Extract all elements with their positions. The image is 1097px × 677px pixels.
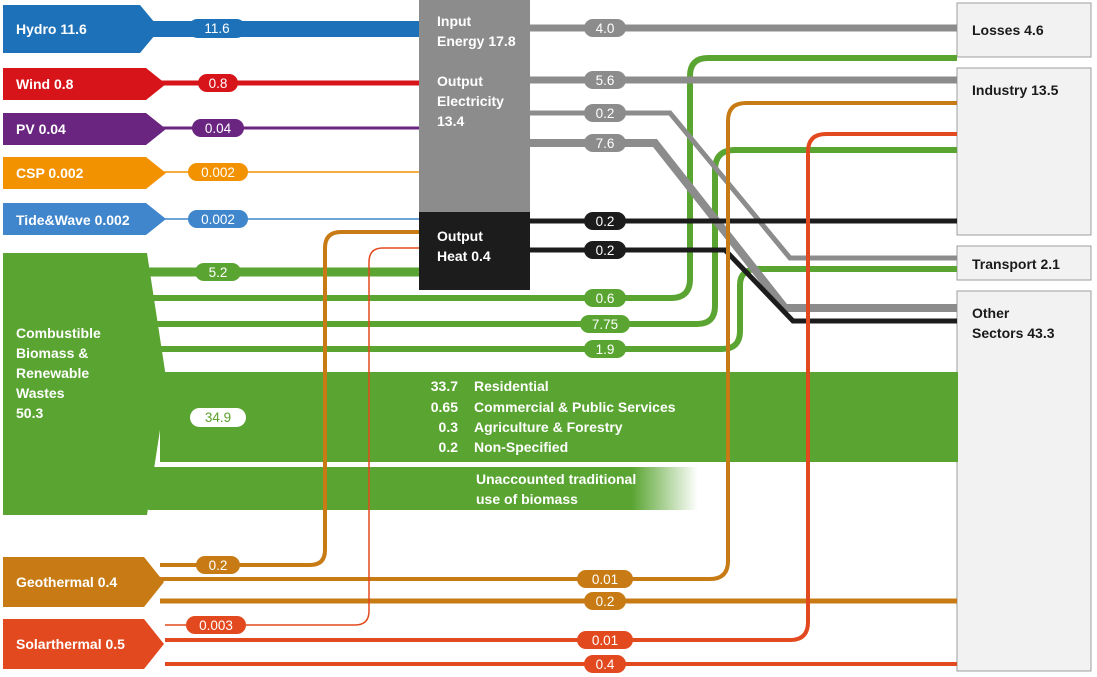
flow-geo-industry (160, 101, 957, 581)
source-solarthermal-arrow (3, 619, 164, 669)
sink-labels: Losses 4.6 Industry 13.5 Transport 2.1 O… (972, 22, 1060, 341)
hub-electricity-label-3: 13.4 (437, 113, 464, 129)
conversion-hub: Input Energy 17.8 Output Electricity 13.… (419, 0, 530, 290)
pill-bio-other: 7.75 (592, 317, 618, 332)
traditional-label-2: use of biomass (476, 491, 578, 507)
sink-transport-box (956, 245, 1092, 281)
source-biomass-label-4: Wastes (16, 385, 65, 401)
source-geothermal-label: Geothermal 0.4 (16, 574, 117, 590)
res-value-3: 0.3 (439, 419, 459, 435)
pill-pv: 0.04 (205, 121, 232, 136)
res-value-4: 0.2 (439, 439, 459, 455)
flow-geo-hub (160, 230, 420, 567)
pill-bio-transport: 1.9 (596, 342, 615, 357)
sink-industry-box (956, 67, 1092, 236)
pill-bio-direct: 34.9 (205, 410, 231, 425)
res-label-2: Commercial & Public Services (474, 399, 676, 415)
traditional-band (148, 467, 698, 510)
hub-heat-label-1: Output (437, 228, 483, 244)
flow-heat-other (528, 247, 957, 324)
pill-heat-other: 0.2 (596, 243, 615, 258)
source-flows (148, 21, 420, 277)
pill-bio-industry: 0.6 (596, 291, 615, 306)
source-wind-label: Wind 0.8 (16, 76, 74, 92)
value-pills: 11.6 0.8 0.04 0.002 0.002 5.2 4.0 5.6 0.… (186, 19, 633, 673)
hub-input-label-2: Energy 17.8 (437, 33, 516, 49)
hub-electricity-label-2: Electricity (437, 93, 504, 109)
sink-boxes (956, 2, 1092, 672)
res-label-3: Agriculture & Forestry (474, 419, 623, 435)
source-biomass-label-2: Biomass & (16, 345, 88, 361)
source-pv-arrow (3, 113, 166, 145)
source-hydro-label: Hydro 11.6 (16, 21, 87, 37)
hub-electricity-block (419, 0, 530, 212)
hub-heat-block (419, 212, 530, 290)
residential-band (160, 372, 958, 462)
res-value-1: 33.7 (431, 378, 458, 394)
sink-other-box (956, 290, 1092, 672)
flow-bio-industry (148, 55, 957, 301)
hub-electricity-label-1: Output (437, 73, 483, 89)
res-label-1: Residential (474, 378, 549, 394)
res-label-4: Non-Specified (474, 439, 568, 455)
pill-tide: 0.002 (201, 212, 235, 227)
pill-geo-industry: 0.01 (592, 572, 618, 587)
pill-geo-other: 0.2 (596, 594, 615, 609)
source-solarthermal-label: Solarthermal 0.5 (16, 636, 125, 652)
pill-elec-transport: 0.2 (596, 106, 615, 121)
sink-other-label-2: Sectors 43.3 (972, 325, 1055, 341)
flow-sol-hub (165, 247, 420, 626)
source-geothermal-arrow (3, 557, 164, 607)
sink-losses-box (956, 2, 1092, 58)
hub-input-label-1: Input (437, 13, 472, 29)
source-pv-label: PV 0.04 (16, 121, 66, 137)
source-tide-label: Tide&Wave 0.002 (16, 212, 130, 228)
res-value-2: 0.65 (431, 399, 458, 415)
residential-breakdown: 33.7 Residential 0.65 Commercial & Publi… (431, 378, 676, 507)
source-biomass-arrow (3, 253, 167, 515)
source-tide-arrow (3, 203, 166, 235)
pill-heat-industry: 0.2 (596, 214, 615, 229)
pill-elec-industry: 5.6 (596, 73, 615, 88)
traditional-label-1: Unaccounted traditional (476, 471, 636, 487)
pill-wind: 0.8 (209, 76, 228, 91)
sink-transport-label: Transport 2.1 (972, 256, 1060, 272)
source-arrows: Hydro 11.6 Wind 0.8 PV 0.04 CSP 0.002 Ti… (3, 5, 167, 669)
geothermal-flows (160, 101, 957, 604)
pill-elec-losses: 4.0 (596, 21, 615, 36)
pill-hydro: 11.6 (204, 21, 229, 36)
pill-elec-other: 7.6 (596, 136, 615, 151)
pill-csp: 0.002 (201, 165, 235, 180)
source-csp-label: CSP 0.002 (16, 165, 84, 181)
source-biomass-label-5: 50.3 (16, 405, 43, 421)
source-hydro-arrow (3, 5, 160, 53)
flow-sol-industry (165, 132, 957, 642)
sink-industry-label: Industry 13.5 (972, 82, 1059, 98)
solarthermal-flows (165, 132, 957, 666)
pill-sol-industry: 0.01 (592, 633, 618, 648)
pill-geo-hub: 0.2 (209, 558, 228, 573)
sink-other-label-1: Other (972, 305, 1010, 321)
pill-bio-hub: 5.2 (209, 265, 228, 280)
pill-sol-other: 0.4 (596, 657, 615, 672)
sink-losses-label: Losses 4.6 (972, 22, 1044, 38)
source-csp-arrow (3, 157, 166, 189)
source-biomass-label-1: Combustible (16, 325, 101, 341)
hub-heat-label-2: Heat 0.4 (437, 248, 491, 264)
source-wind-arrow (3, 68, 166, 100)
pill-sol-hub: 0.003 (199, 618, 233, 633)
source-biomass-label-3: Renewable (16, 365, 89, 381)
